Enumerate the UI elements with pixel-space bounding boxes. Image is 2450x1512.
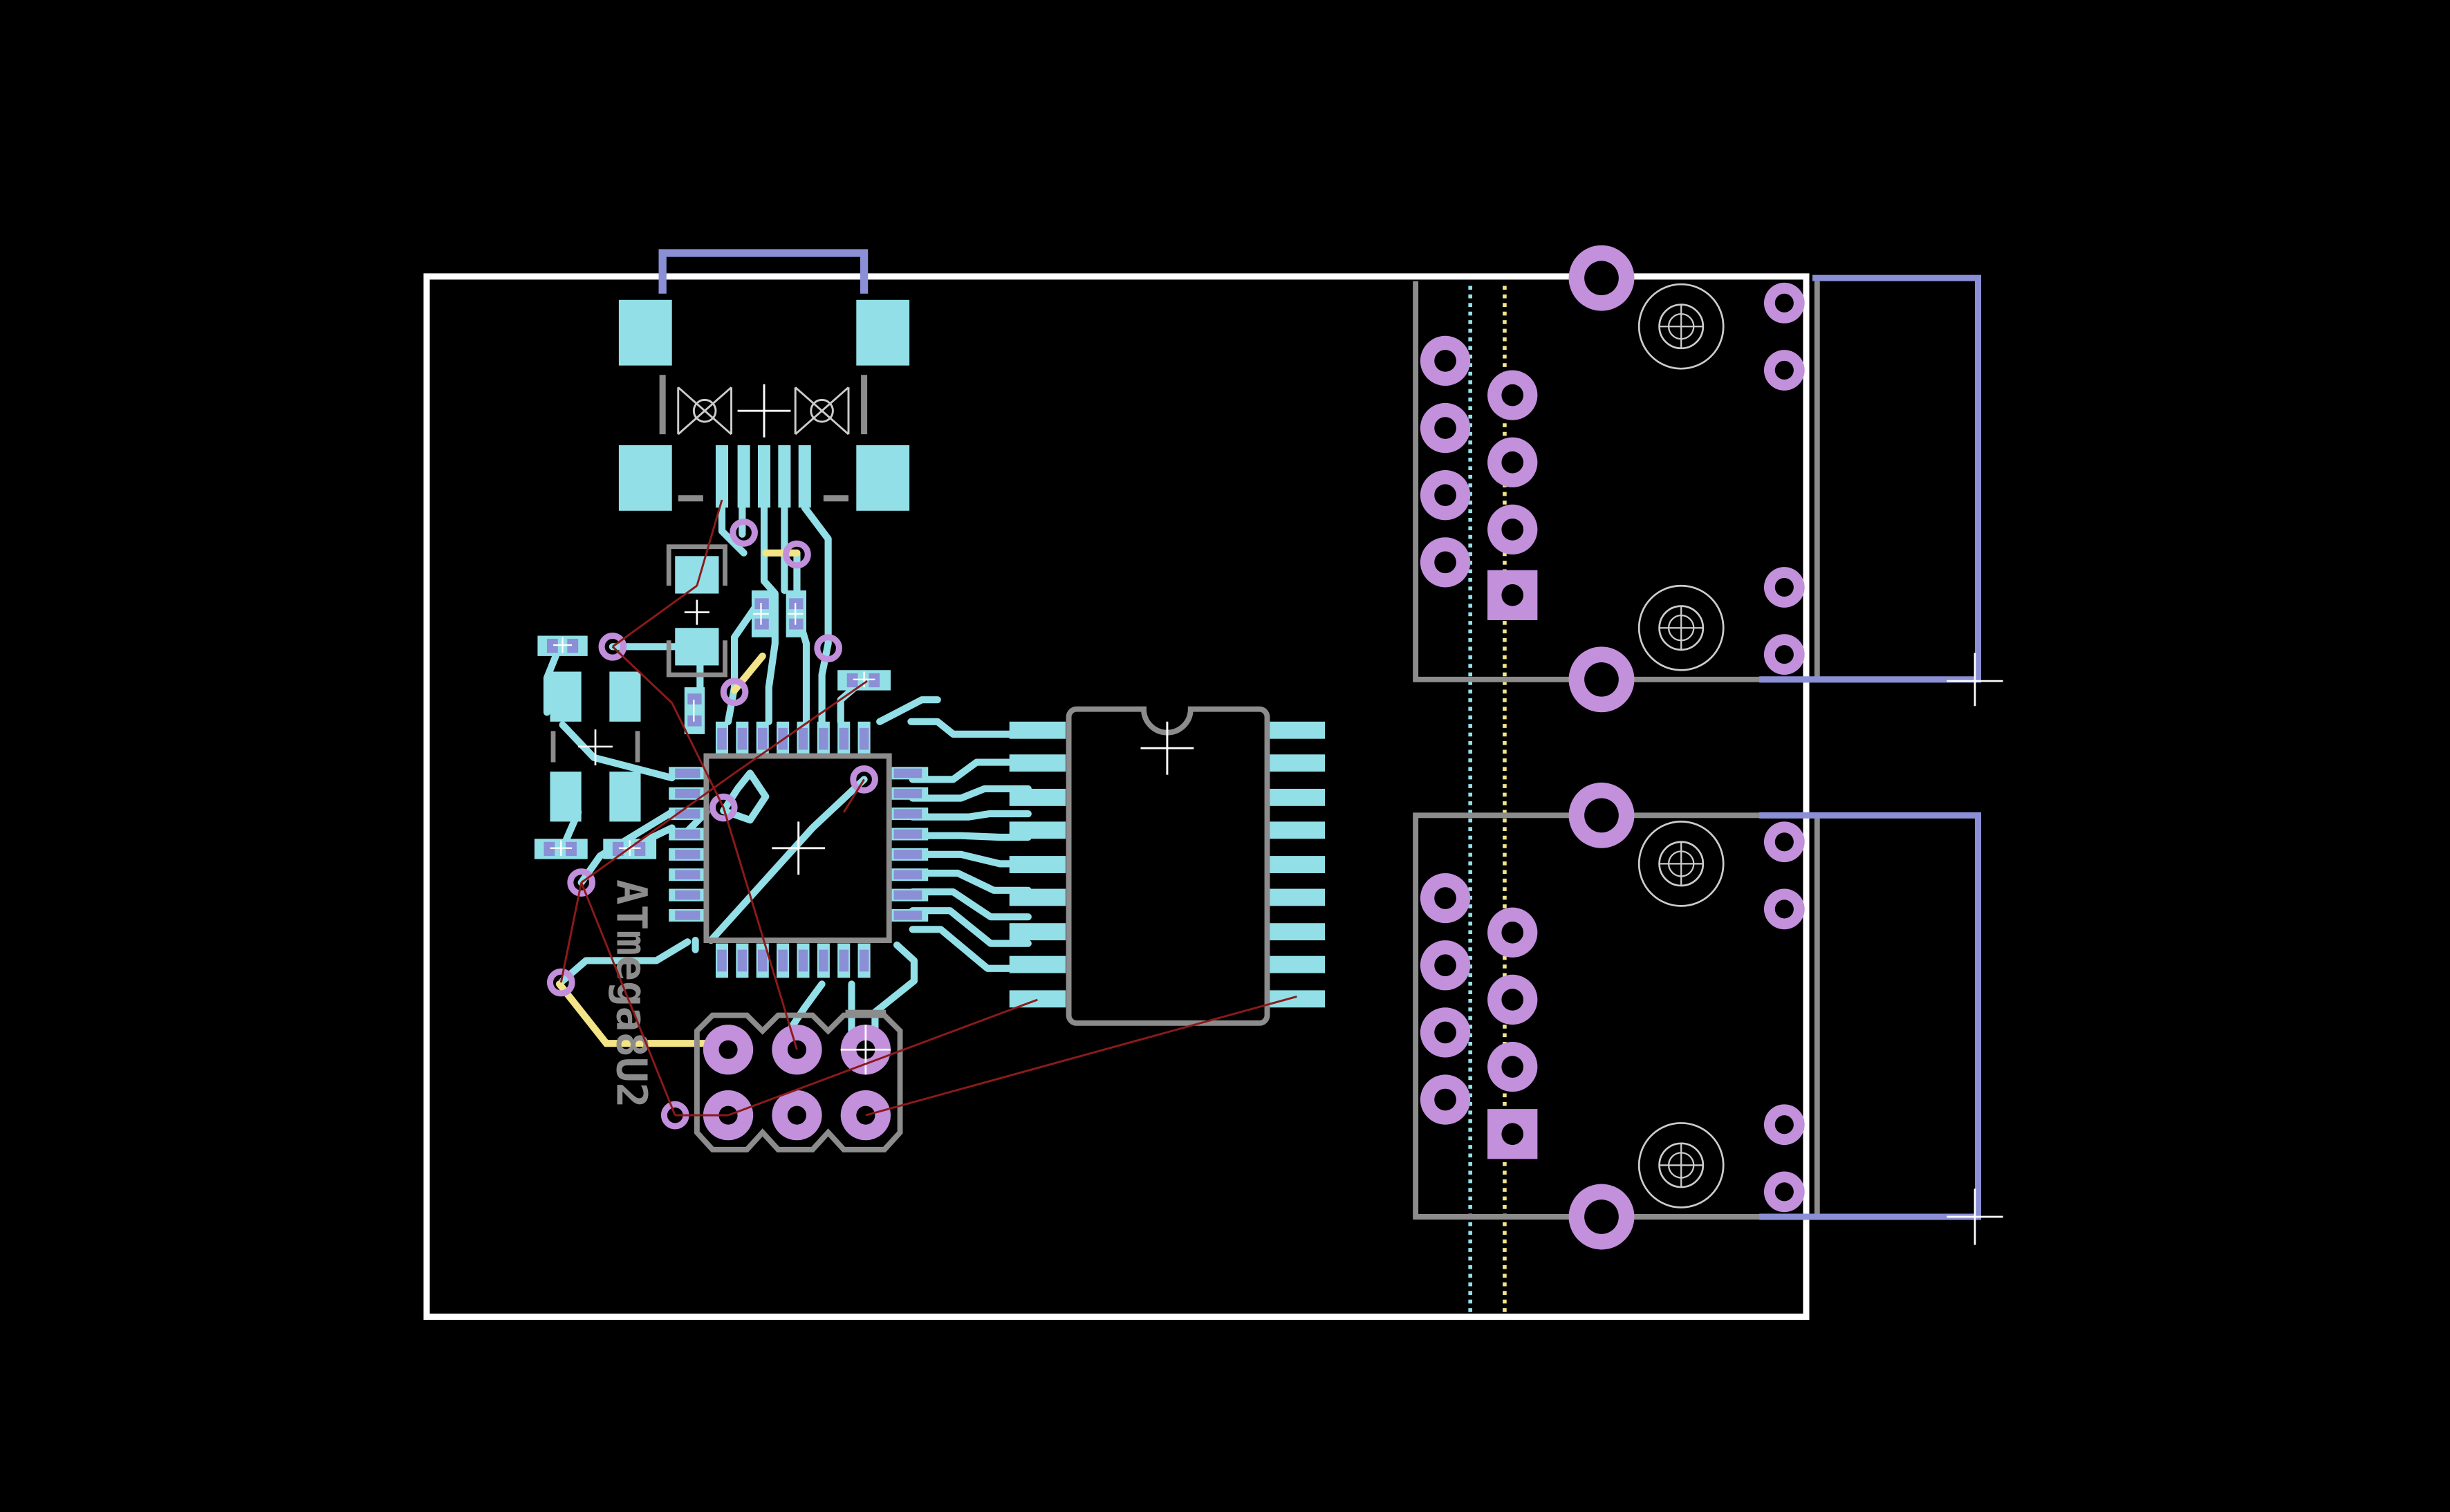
vias xyxy=(546,519,878,1130)
usb-pin-2 xyxy=(737,445,750,508)
soic-body-outline xyxy=(1066,706,1270,1026)
usb-pad-tl xyxy=(618,299,672,366)
mounting-hole-icon xyxy=(1637,821,1725,907)
cap-silk-top xyxy=(666,544,727,586)
cap-pad-1 xyxy=(675,556,719,594)
header-silk xyxy=(694,1012,903,1152)
jack-holes xyxy=(1434,261,1794,697)
crosshair-icon xyxy=(840,1025,891,1075)
usb-pin-5 xyxy=(798,445,811,508)
qfp-pins-left-inner xyxy=(675,768,700,920)
usb-pad-bl xyxy=(618,445,672,511)
capacitor-electrolytic[interactable] xyxy=(666,544,727,678)
qfp-body-outline xyxy=(703,753,892,944)
ratsnest-lines xyxy=(559,499,1297,1117)
qfp-pins-bottom-inner xyxy=(717,949,869,972)
rj45-jack-top[interactable] xyxy=(1413,245,2003,713)
jack-bottom-layer xyxy=(1759,812,1981,1220)
crystal-pad-2 xyxy=(609,671,641,722)
crosshair-icon xyxy=(772,821,826,875)
mounting-hole-icon xyxy=(1637,584,1725,671)
usb-shield-trace xyxy=(658,249,869,294)
crosshair-icon xyxy=(1947,653,2003,707)
qfp-pins-right-inner xyxy=(893,768,922,920)
isp-header[interactable] xyxy=(694,1009,903,1152)
crosshair-icon xyxy=(578,729,613,766)
header-pads xyxy=(703,1025,891,1141)
resistor-r2 xyxy=(837,670,891,691)
mounting-hole-icon xyxy=(1637,283,1725,370)
chip-label: ATmega8U2 xyxy=(607,879,656,1108)
atmega-chip[interactable]: ATmega8U2 xyxy=(607,721,929,1108)
resistor-r1 xyxy=(537,635,588,656)
qfp-pins-top-inner xyxy=(717,727,869,750)
usb-pin-1 xyxy=(715,445,729,508)
jack-bottom-layer xyxy=(1759,274,1981,683)
crosshair-icon xyxy=(684,599,709,625)
resistor-r5 xyxy=(751,590,772,637)
usb-pad-tr xyxy=(856,299,910,366)
cap-silk-bottom xyxy=(666,640,727,678)
jack-holes xyxy=(1434,798,1794,1234)
crosshair-icon xyxy=(1140,721,1194,775)
mounting-hole-icon xyxy=(1637,1122,1725,1208)
soic-pins-left xyxy=(1009,721,1066,1008)
cap-pad-2 xyxy=(675,628,719,666)
capacitor-c1 xyxy=(684,687,705,734)
crosshair-icon xyxy=(1947,1188,2003,1245)
passive-components xyxy=(534,590,891,859)
resistor-r3 xyxy=(534,839,588,859)
top-copper-traces xyxy=(543,504,1032,1035)
crystal-pad-1 xyxy=(550,671,582,722)
crystal-pad-4 xyxy=(609,772,641,822)
usb-pin-3 xyxy=(757,445,771,508)
usb-mount-symbols xyxy=(677,386,850,436)
usb-connector[interactable] xyxy=(618,249,910,511)
rj45-jack-bottom[interactable] xyxy=(1413,782,2003,1250)
usb-pin-4 xyxy=(778,445,791,508)
crosshair-icon xyxy=(737,384,791,438)
soic-ic[interactable] xyxy=(1009,706,1326,1026)
board-outline xyxy=(423,273,1810,1320)
resistor-r6 xyxy=(786,590,807,637)
crystal-pad-3 xyxy=(550,772,582,822)
usb-pad-br xyxy=(856,445,910,511)
soic-pins-right xyxy=(1268,721,1326,1008)
crystal-component[interactable] xyxy=(550,671,641,822)
